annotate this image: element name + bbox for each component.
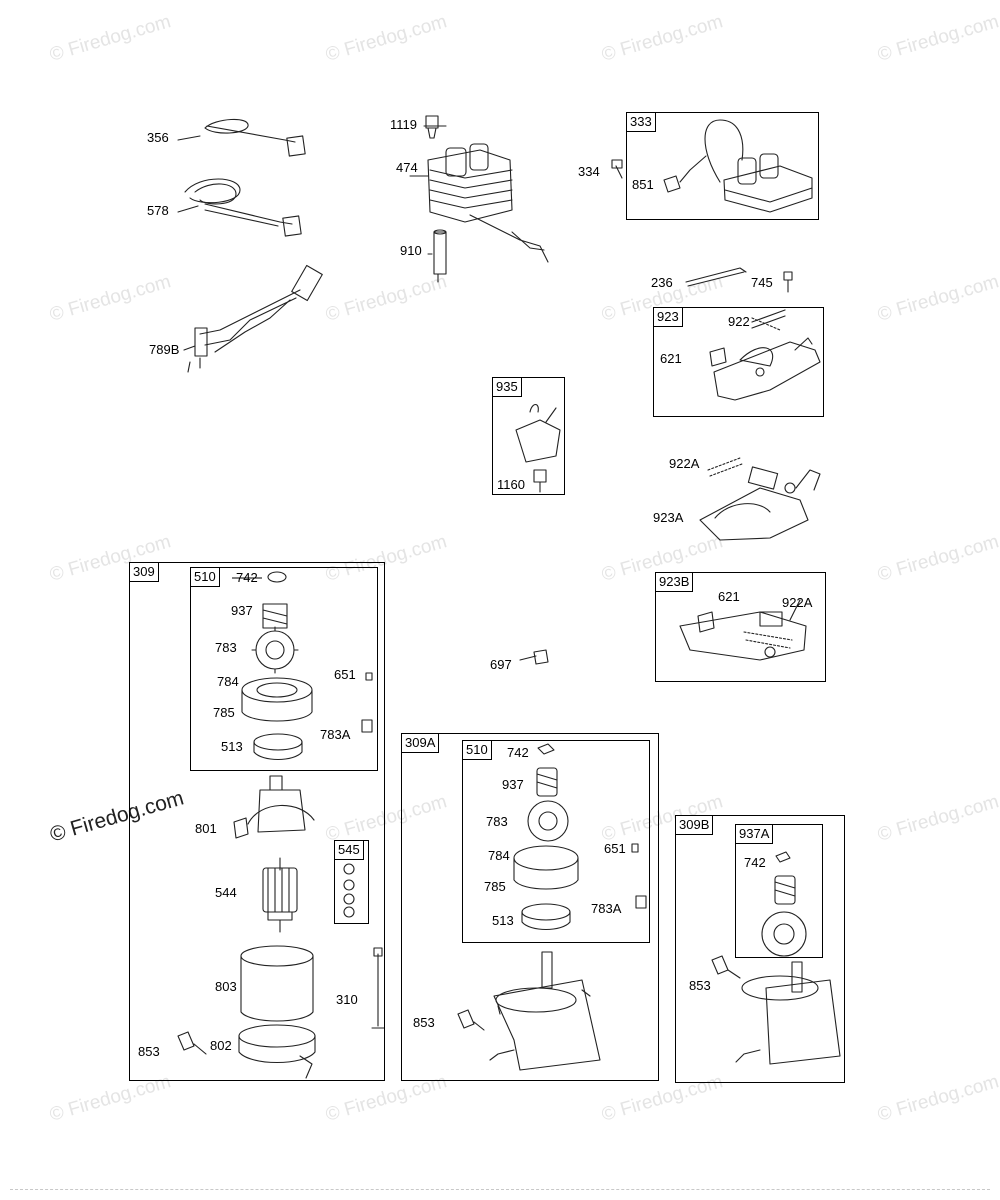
part-label-309-513: 513 (221, 739, 243, 754)
part-label-236: 236 (651, 275, 673, 290)
group-box-label-923: 923 (653, 307, 683, 327)
part-label-309a-784: 784 (488, 848, 510, 863)
screw-697-drawing (519, 649, 549, 665)
group-box-label-309a-510: 510 (462, 740, 492, 760)
part-label-309b-742: 742 (744, 855, 766, 870)
wire-578-drawing (177, 178, 302, 237)
ignition-coil-474-drawing (409, 115, 549, 283)
part-label-309-651: 651 (334, 667, 356, 682)
part-label-1119: 1119 (390, 117, 417, 132)
part-label-474: 474 (396, 160, 418, 175)
part-label-922a: 922A (669, 456, 700, 471)
group-frame-333 (626, 112, 819, 220)
part-label-309a-651: 651 (604, 841, 626, 856)
group-box-label-309-545: 545 (334, 840, 364, 860)
part-label-309-785: 785 (213, 705, 235, 720)
group-box-label-333: 333 (626, 112, 656, 132)
group-frame-309b (675, 815, 845, 1083)
bracket-923-drawing (709, 309, 821, 401)
harness-789b-drawing (183, 264, 323, 373)
group-box-label-309a: 309A (401, 733, 440, 753)
group-box-label-923b: 923B (655, 572, 694, 592)
part-label-697: 697 (490, 657, 512, 672)
part-label-309-783a: 783A (320, 727, 351, 742)
part-label-309-783: 783 (215, 640, 237, 655)
part-label-309a-783a: 783A (591, 901, 622, 916)
part-label-309-937: 937 (231, 603, 253, 618)
bracket-923a-drawing (699, 457, 821, 541)
bracket-935-drawing (515, 403, 561, 493)
starter-309a-drawing (457, 743, 647, 1071)
part-label-309-784: 784 (217, 674, 239, 689)
group-box-label-309-510: 510 (190, 567, 220, 587)
group-frame-309 (129, 562, 385, 1081)
part-label-910: 910 (400, 243, 422, 258)
group-frame-309a (401, 733, 659, 1081)
part-label-309a-742: 742 (507, 745, 529, 760)
part-label-334: 334 (578, 164, 600, 179)
group-frame-309a-510 (462, 740, 650, 943)
part-label-621: 621 (660, 351, 682, 366)
part-label-309b-853: 853 (689, 978, 711, 993)
part-label-309-853: 853 (138, 1044, 160, 1059)
part-label-309-544: 544 (215, 885, 237, 900)
part-label-356: 356 (147, 130, 169, 145)
group-box-label-309b: 309B (675, 815, 714, 835)
part-label-309a-783: 783 (486, 814, 508, 829)
group-frame-923 (653, 307, 824, 417)
wire-356-drawing (177, 118, 306, 157)
part-label-923a: 923A (653, 510, 684, 525)
group-frame-923b (655, 572, 826, 682)
group-frame-309-510 (190, 567, 378, 771)
part-label-309a-937: 937 (502, 777, 524, 792)
link-236-drawing (685, 267, 793, 293)
part-label-851: 851 (632, 177, 654, 192)
part-label-309a-513: 513 (492, 913, 514, 928)
part-label-1160: 1160 (497, 477, 525, 492)
part-label-309-801: 801 (195, 821, 217, 836)
part-label-578: 578 (147, 203, 169, 218)
part-label-309-803: 803 (215, 979, 237, 994)
part-label-309a-785: 785 (484, 879, 506, 894)
part-label-922: 922 (728, 314, 750, 329)
starter-309-drawing (177, 571, 385, 1079)
part-label-309-310: 310 (336, 992, 358, 1007)
coil-333-drawing (611, 119, 813, 213)
part-label-745: 745 (751, 275, 773, 290)
part-label-309a-853: 853 (413, 1015, 435, 1030)
part-label-621-923b: 621 (718, 589, 740, 604)
group-box-label-935: 935 (492, 377, 522, 397)
part-label-789b: 789B (149, 342, 180, 357)
part-label-309-742: 742 (236, 570, 258, 585)
bracket-923b-drawing (679, 599, 807, 661)
part-label-922a-923b: 922A (782, 595, 813, 610)
group-frame-309b-937a (735, 824, 823, 958)
part-label-309-802: 802 (210, 1038, 232, 1053)
bottom-divider (10, 1189, 990, 1194)
group-box-label-309: 309 (129, 562, 159, 582)
group-frame-935 (492, 377, 565, 495)
starter-309b-drawing (711, 851, 841, 1065)
group-box-label-309b-937a: 937A (735, 824, 774, 844)
